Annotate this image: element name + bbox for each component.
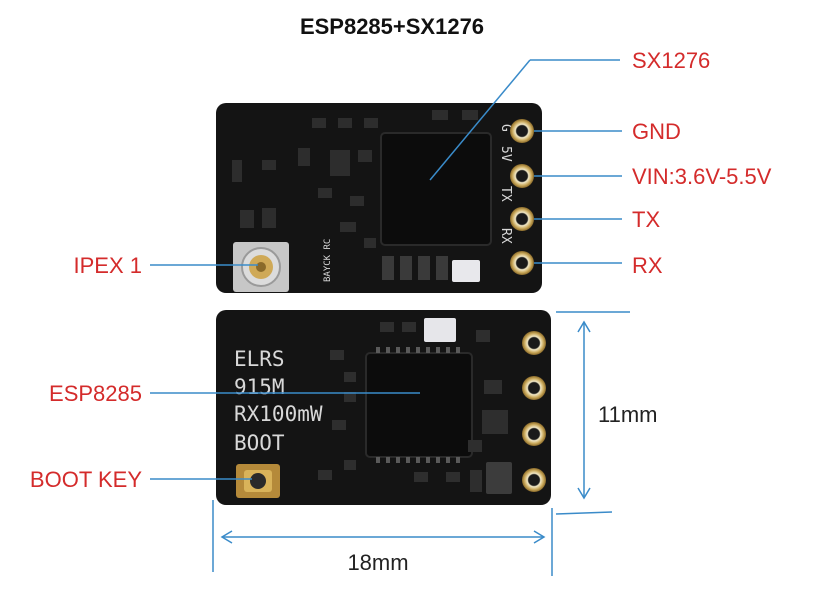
silk-elrs: ELRS — [234, 347, 285, 371]
bottom-board: ELRS 915M RX100mW BOOT — [216, 310, 551, 505]
esp8285-chip — [365, 352, 473, 458]
esp8285-pins — [376, 347, 460, 463]
pad-bottom-1 — [522, 331, 546, 355]
label-tx: TX — [632, 207, 660, 232]
pad-gnd — [510, 119, 534, 143]
pad-vin — [510, 164, 534, 188]
callout-line-sx1276 — [429, 59, 531, 181]
dim-height-label: 11mm — [598, 402, 658, 427]
pad-bottom-3 — [522, 422, 546, 446]
silk-rx: RX — [498, 228, 513, 244]
silk-rx100mw: RX100mW — [234, 402, 323, 426]
top-board: BAYCK RC G 5V TX RX — [216, 103, 542, 293]
top-components — [232, 110, 478, 248]
label-esp8285: ESP8285 — [49, 381, 142, 406]
boot-key-button — [236, 464, 280, 498]
bottom-led — [424, 318, 456, 342]
silk-tx: TX — [498, 186, 513, 202]
top-led — [452, 260, 480, 282]
label-boot-key: BOOT KEY — [30, 467, 142, 492]
top-inductors — [382, 256, 448, 280]
bottom-components — [318, 322, 508, 492]
pad-rx — [510, 251, 534, 275]
silk-915m: 915M — [234, 375, 285, 399]
label-sx1276: SX1276 — [632, 48, 710, 73]
label-rx: RX — [632, 253, 663, 278]
callout-lines — [150, 59, 622, 480]
pad-bottom-4 — [522, 468, 546, 492]
bottom-ic — [486, 462, 512, 494]
silk-g: G — [498, 124, 513, 132]
brand-silk: BAYCK RC — [323, 239, 333, 282]
label-gnd: GND — [632, 119, 681, 144]
sx1276-chip — [380, 132, 492, 246]
pad-tx — [510, 207, 534, 231]
label-ipex: IPEX 1 — [74, 253, 142, 278]
silk-5v: 5V — [498, 146, 513, 162]
dim-width-label: 18mm — [347, 550, 408, 575]
ipex-connector — [233, 242, 289, 292]
diagram-title: ESP8285+SX1276 — [300, 14, 484, 39]
pad-bottom-2 — [522, 376, 546, 400]
label-vin: VIN:3.6V-5.5V — [632, 164, 772, 189]
dimension-lines — [212, 311, 630, 576]
silk-boot: BOOT — [234, 431, 285, 455]
